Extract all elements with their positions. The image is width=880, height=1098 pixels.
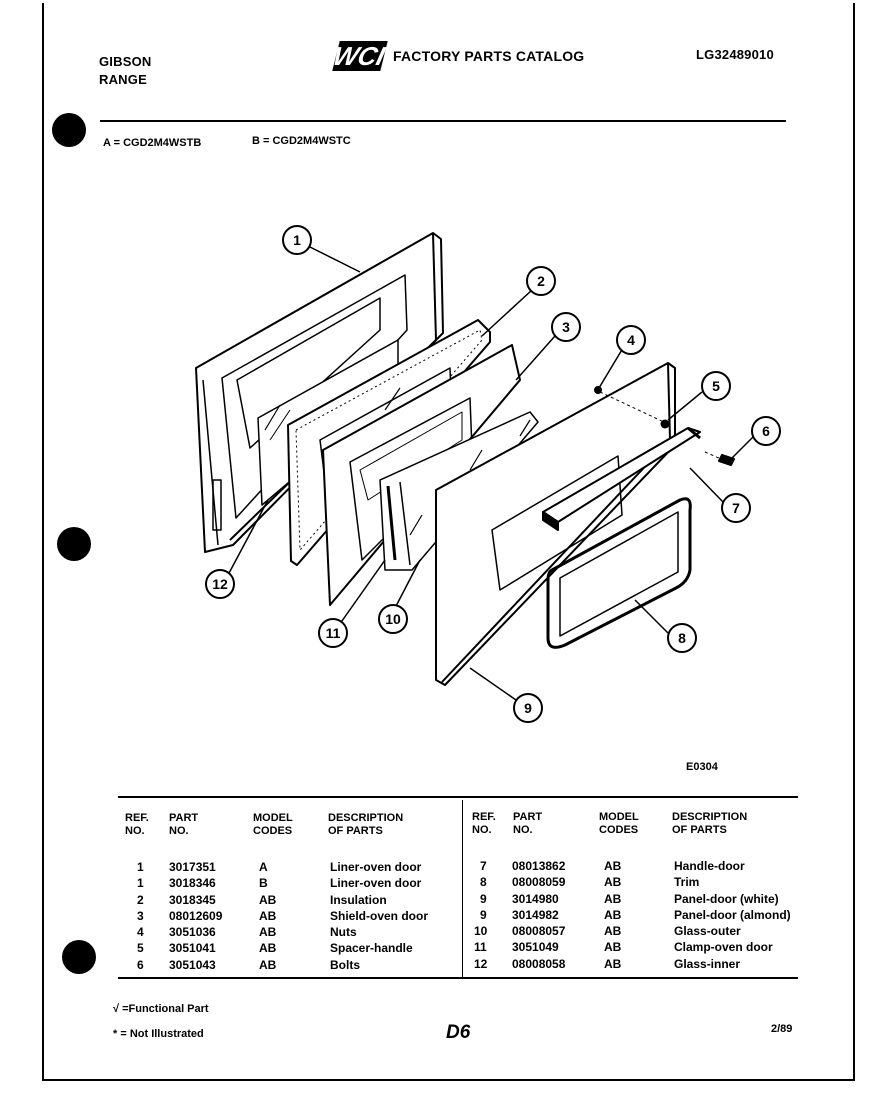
- callout-5: 5: [701, 371, 731, 401]
- header-rule: [100, 120, 786, 122]
- diagram-code: E0304: [686, 761, 718, 773]
- svg-text:8: 8: [678, 630, 686, 646]
- revision-date: 2/89: [771, 1023, 793, 1035]
- model-b: B = CGD2M4WSTC: [252, 135, 351, 147]
- svg-text:11: 11: [326, 625, 341, 641]
- binder-hole-top: [52, 113, 86, 147]
- product-name: RANGE: [99, 72, 147, 87]
- svg-text:9: 9: [524, 700, 532, 716]
- catalog-number: LG32489010: [696, 47, 774, 62]
- exploded-diagram: 1 2 3 4 5 6 7 8 9 10 11 12: [195, 225, 781, 723]
- svg-text:7: 7: [732, 500, 740, 516]
- wci-logo: WCI: [330, 40, 389, 72]
- spacer-handle: [660, 419, 670, 429]
- header-ref-left: REF.NO.: [125, 812, 149, 837]
- brand-name: GIBSON: [99, 54, 152, 69]
- wci-logo-mark: WCI: [330, 41, 389, 71]
- callout-12: 12: [205, 569, 235, 599]
- model-a: A = CGD2M4WSTB: [103, 137, 202, 149]
- page-number: D6: [446, 1022, 471, 1043]
- callout-3: 3: [551, 312, 581, 342]
- callout-11: 11: [318, 618, 348, 648]
- binder-hole-middle: [57, 527, 91, 561]
- table-bottom-rule: [118, 977, 798, 979]
- svg-text:1: 1: [293, 232, 301, 248]
- logo-text: WCI: [330, 41, 388, 71]
- page-frame: [42, 3, 855, 1081]
- svg-text:12: 12: [212, 576, 228, 592]
- callout-10: 10: [378, 604, 408, 634]
- svg-text:4: 4: [627, 332, 635, 348]
- callout-1: 1: [282, 225, 312, 255]
- trim: [546, 497, 692, 649]
- binder-hole-bottom: [62, 940, 96, 974]
- functional-part-note: √ =Functional Part: [113, 1003, 209, 1015]
- table-top-rule: [118, 796, 798, 798]
- header-ref-right: REF.NO.: [472, 811, 496, 836]
- nut: [594, 386, 602, 394]
- catalog-title: FACTORY PARTS CATALOG: [393, 48, 585, 64]
- handle-door: [542, 426, 701, 531]
- callout-6: 6: [751, 416, 781, 446]
- not-illustrated-note: * = Not Illustrated: [113, 1028, 204, 1040]
- callout-4: 4: [616, 325, 646, 355]
- callout-7: 7: [721, 493, 751, 523]
- svg-text:6: 6: [762, 423, 770, 439]
- bolt: [718, 454, 735, 466]
- callout-2: 2: [526, 266, 556, 296]
- callout-8: 8: [667, 623, 697, 653]
- svg-text:3: 3: [562, 319, 570, 335]
- svg-text:10: 10: [385, 611, 401, 627]
- table-divider: [462, 800, 463, 978]
- svg-text:2: 2: [537, 273, 545, 289]
- callout-9: 9: [513, 693, 543, 723]
- svg-text:5: 5: [712, 378, 720, 394]
